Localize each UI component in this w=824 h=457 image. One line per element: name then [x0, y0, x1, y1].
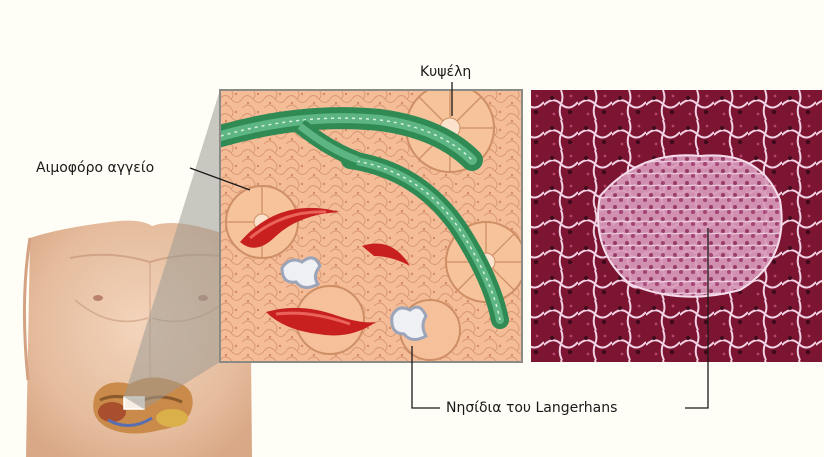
label-blood-vessel: Αιμοφόρο αγγείο — [36, 160, 154, 176]
micrograph-photo — [531, 90, 822, 362]
label-islets: Νησίδια του Langerhans — [446, 400, 617, 416]
islet-micrograph-region — [598, 155, 782, 296]
label-acinus: Κυψέλη — [420, 64, 471, 80]
tissue-illustration — [214, 84, 526, 362]
